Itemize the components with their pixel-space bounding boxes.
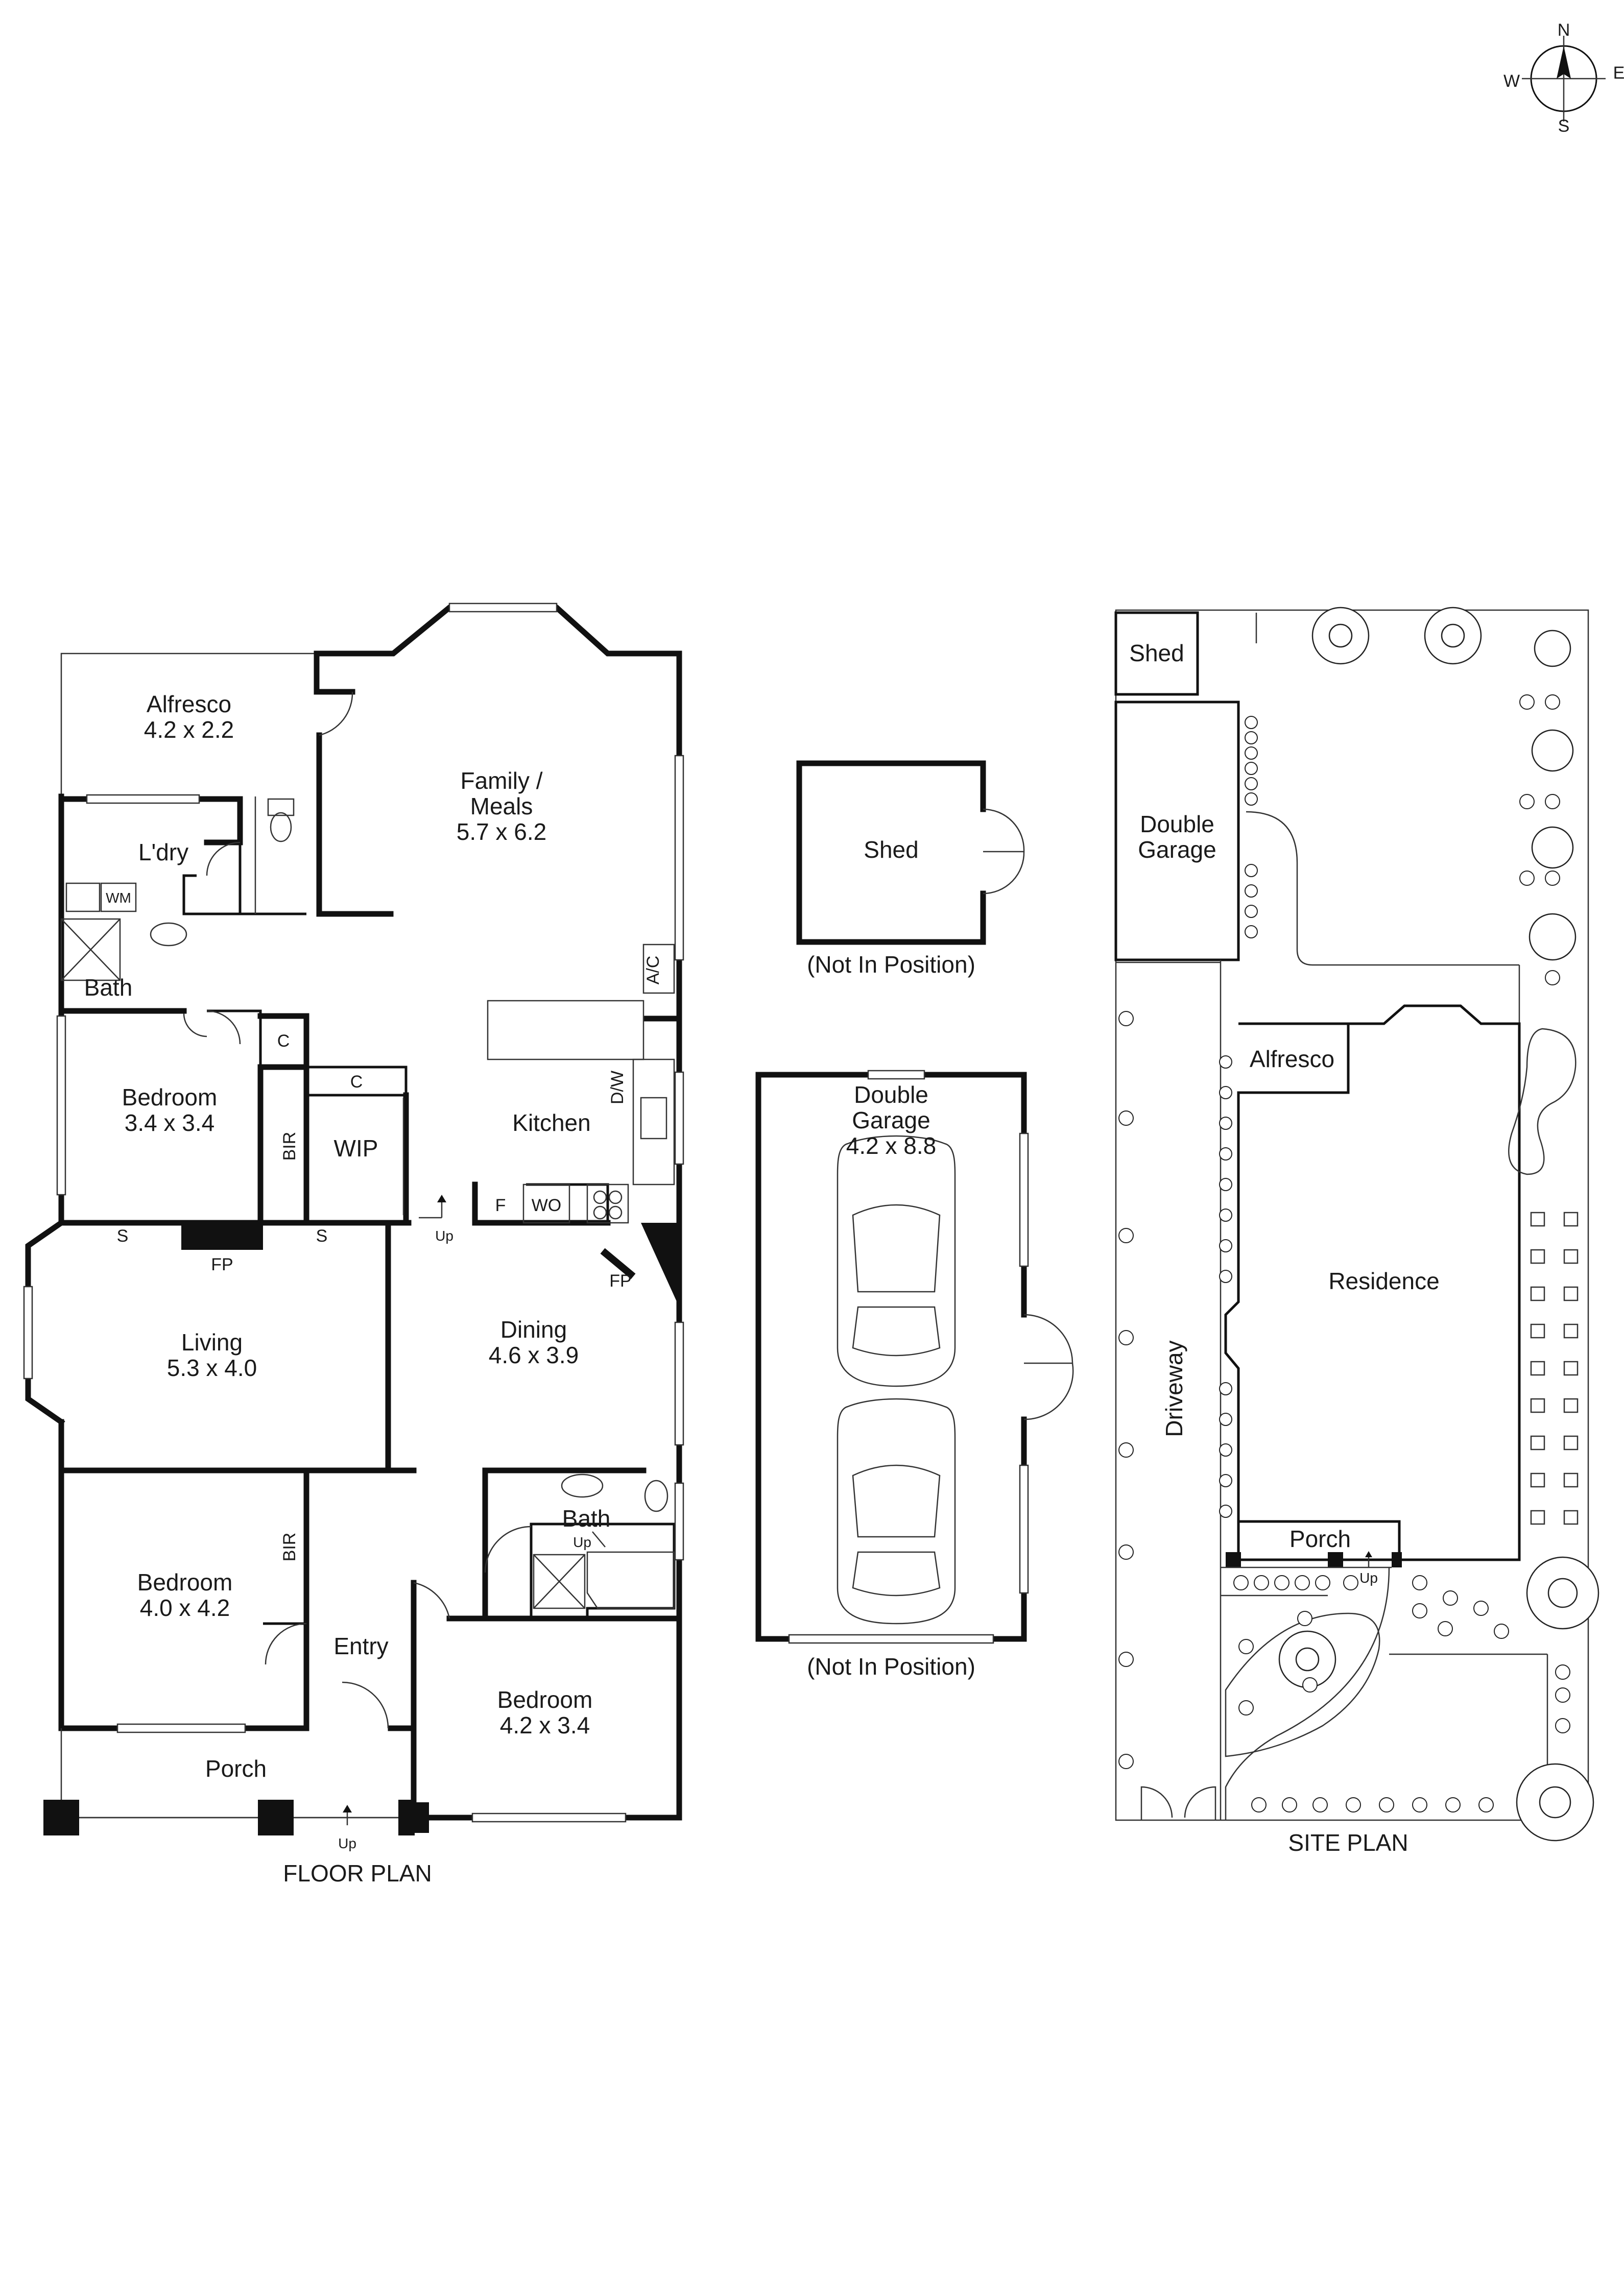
site-plan (1114, 609, 1589, 1821)
laundry-label: L'dry (138, 839, 188, 865)
bedroom-3-dims: 4.2 x 3.4 (500, 1712, 590, 1738)
floor-plan-windows (23, 602, 684, 1823)
bedroom-1-dims: 3.4 x 3.4 (125, 1109, 214, 1136)
porch-label: Porch (205, 1755, 267, 1782)
garage-dims: 4.2 x 8.8 (846, 1132, 936, 1159)
alfresco-dims: 4.2 x 2.2 (144, 716, 234, 743)
family-label-2: Meals (470, 793, 533, 819)
garage-label-2: Garage (852, 1107, 930, 1133)
shed-label: Shed (864, 836, 918, 863)
bath-2-label: Bath (562, 1505, 611, 1532)
family-dims: 5.7 x 6.2 (457, 818, 546, 845)
bath-2-step-up-label: Up (573, 1534, 591, 1550)
bedroom-1-label: Bedroom (122, 1084, 218, 1110)
floor-plan-labels: Alfresco 4.2 x 2.2 Family / Meals 5.7 x … (84, 691, 663, 1887)
site-driveway-label: Driveway (1161, 1340, 1187, 1437)
fireplace-1-label: FP (211, 1255, 233, 1274)
site-residence-label: Residence (1328, 1268, 1439, 1294)
bedroom-2-dims: 4.0 x 4.2 (140, 1594, 230, 1621)
closet-2-label: C (350, 1072, 363, 1092)
compass-south: S (1558, 116, 1570, 136)
storage-2-label: S (316, 1226, 328, 1246)
garage-not-in-position-note: (Not In Position) (807, 1653, 975, 1680)
wip-label: WIP (334, 1135, 378, 1162)
dining-label: Dining (500, 1316, 567, 1343)
floor-plan-doors (183, 691, 532, 1729)
living-label: Living (181, 1329, 243, 1356)
kitchen-label: Kitchen (512, 1109, 590, 1136)
compass-west: W (1503, 71, 1520, 91)
fridge-label: F (495, 1196, 506, 1215)
bath-1-label: Bath (84, 974, 133, 1001)
site-porch-label: Porch (1289, 1526, 1351, 1552)
dishwasher-label: D/W (608, 1071, 627, 1104)
family-label-1: Family / (461, 767, 543, 794)
site-garage-label-2: Garage (1138, 836, 1216, 863)
bedroom-3-label: Bedroom (497, 1686, 593, 1713)
car-icon (837, 1135, 956, 1387)
fireplace-2-label: FP (609, 1271, 631, 1291)
entry-label: Entry (333, 1633, 388, 1659)
storage-1-label: S (117, 1226, 129, 1246)
detached-garage: Double Garage 4.2 x 8.8 (Not In Position… (755, 1070, 1074, 1680)
bir-2-label: BIR (280, 1533, 299, 1562)
wall-oven-label: WO (532, 1196, 562, 1215)
dining-dims: 4.6 x 3.9 (489, 1342, 579, 1368)
shed-not-in-position-note: (Not In Position) (807, 951, 975, 978)
ac-label: A/C (643, 956, 663, 985)
floor-plan-fixtures (60, 798, 675, 1825)
shed-outline: Shed (Not In Position) (796, 760, 1025, 978)
site-plan-labels: Shed Double Garage Alfresco Residence Dr… (1129, 640, 1439, 1856)
bedroom-2-label: Bedroom (137, 1569, 233, 1596)
site-plan-title: SITE PLAN (1288, 1829, 1408, 1856)
site-step-up-label: Up (1359, 1570, 1378, 1586)
floor-plan-title: FLOOR PLAN (283, 1860, 432, 1887)
compass-rose: N E S W (1503, 20, 1624, 136)
compass-north: N (1558, 20, 1570, 40)
step-up-2-label: Up (338, 1835, 356, 1851)
site-plan-landscaping (1118, 607, 1599, 1842)
site-shed-label: Shed (1129, 640, 1184, 666)
compass-east: E (1613, 63, 1624, 83)
closet-1-label: C (277, 1031, 290, 1051)
garage-label-1: Double (854, 1081, 928, 1108)
site-alfresco-label: Alfresco (1250, 1046, 1334, 1072)
alfresco-label: Alfresco (147, 691, 231, 717)
living-dims: 5.3 x 4.0 (167, 1355, 257, 1381)
step-up-1-label: Up (435, 1228, 453, 1244)
site-garage-label-1: Double (1140, 811, 1214, 837)
car-icon (837, 1398, 956, 1625)
bir-1-label: BIR (280, 1132, 299, 1161)
washing-machine-label: WM (106, 890, 131, 906)
